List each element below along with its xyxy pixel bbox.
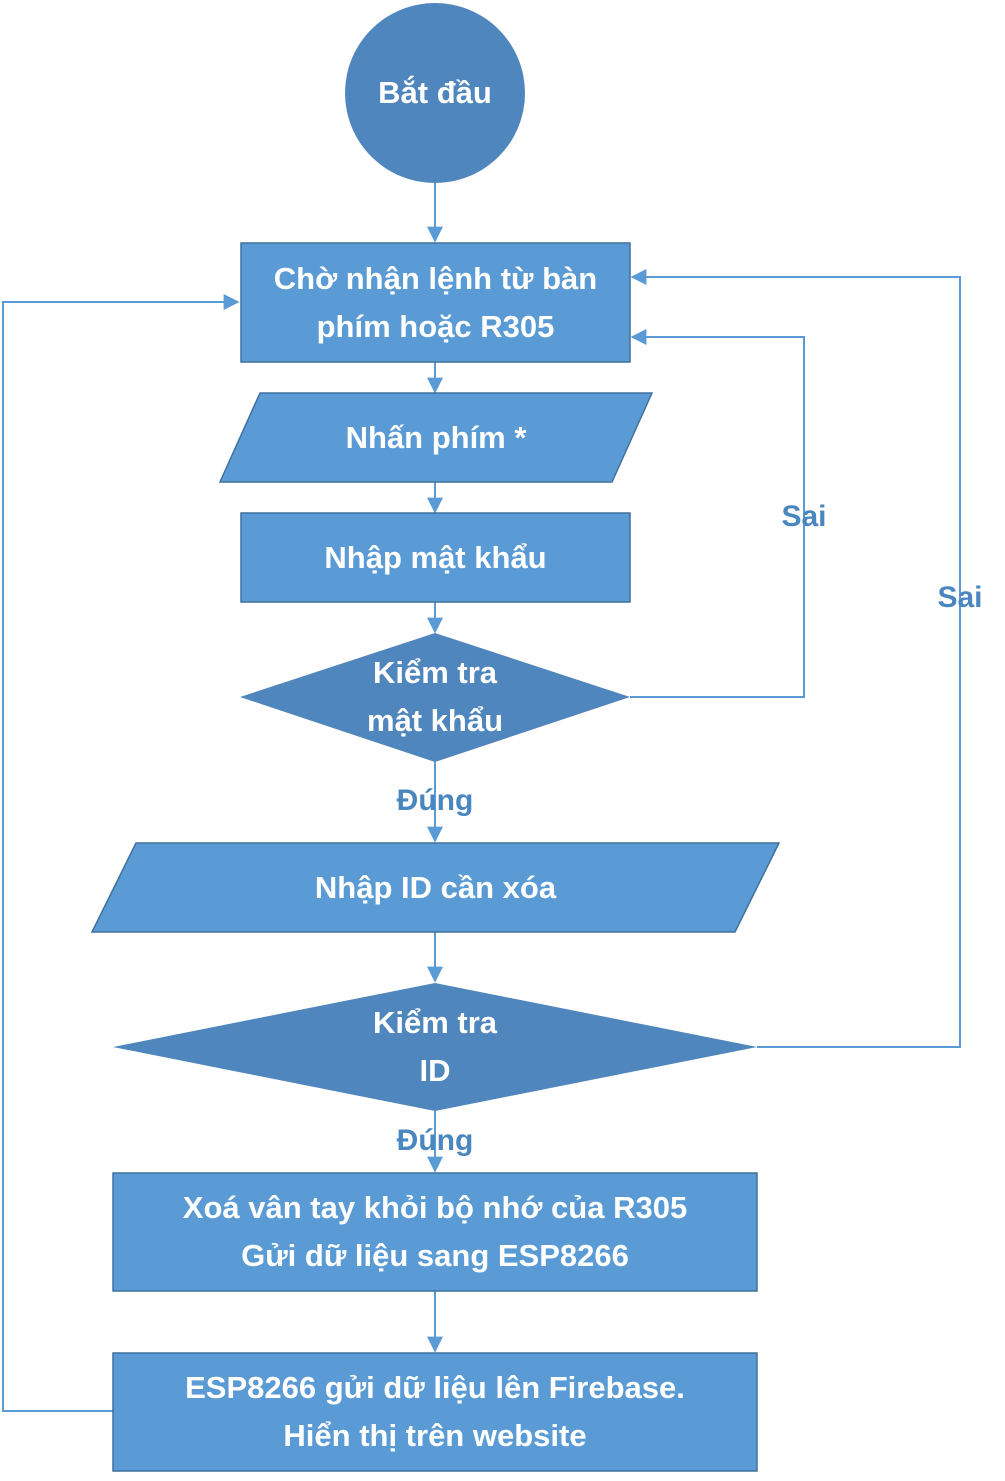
enter-id-node-label: Nhập ID cần xóa (314, 869, 557, 905)
wait-node-shape (240, 242, 631, 363)
edge-label-password-false: Sai (781, 500, 827, 533)
send-firebase-node-shape (112, 1352, 758, 1472)
start-node-shape (345, 3, 525, 183)
send-firebase-node-label: ESP8266 gửi dữ liệu lên Firebase. Hiển t… (185, 1370, 685, 1453)
check-password-node-shape (240, 633, 630, 762)
connector-firebase-return-loop (2, 294, 240, 1412)
edge-label-id-false: Sai (937, 581, 983, 614)
enter-id-node-shape (90, 842, 781, 933)
press-key-node-shape (218, 392, 654, 483)
edge-label-id-true: Đúng (396, 1124, 474, 1157)
check-password-node-label: Kiểm tra mật khẩu (366, 655, 504, 738)
delete-fingerprint-node-label: Xoá vân tay khỏi bộ nhớ của R305 Gửi dữ … (182, 1190, 688, 1273)
delete-fingerprint-node-shape (112, 1172, 758, 1292)
enter-password-node-label: Nhập mật khẩu (324, 539, 547, 575)
press-key-node-label: Nhấn phím * (345, 419, 527, 455)
connector-password-false-loop (630, 329, 805, 698)
check-id-node-shape (113, 983, 757, 1111)
wait-node-label: Chờ nhận lệnh từ bàn phím hoặc R305 (273, 260, 598, 344)
edge-label-password-true: Đúng (396, 784, 474, 817)
check-id-node-label: Kiểm tra ID (372, 1005, 498, 1088)
connector-id-false-loop (630, 269, 961, 1048)
enter-password-node-shape (240, 512, 631, 603)
start-node-label: Bắt đầu (378, 75, 492, 110)
